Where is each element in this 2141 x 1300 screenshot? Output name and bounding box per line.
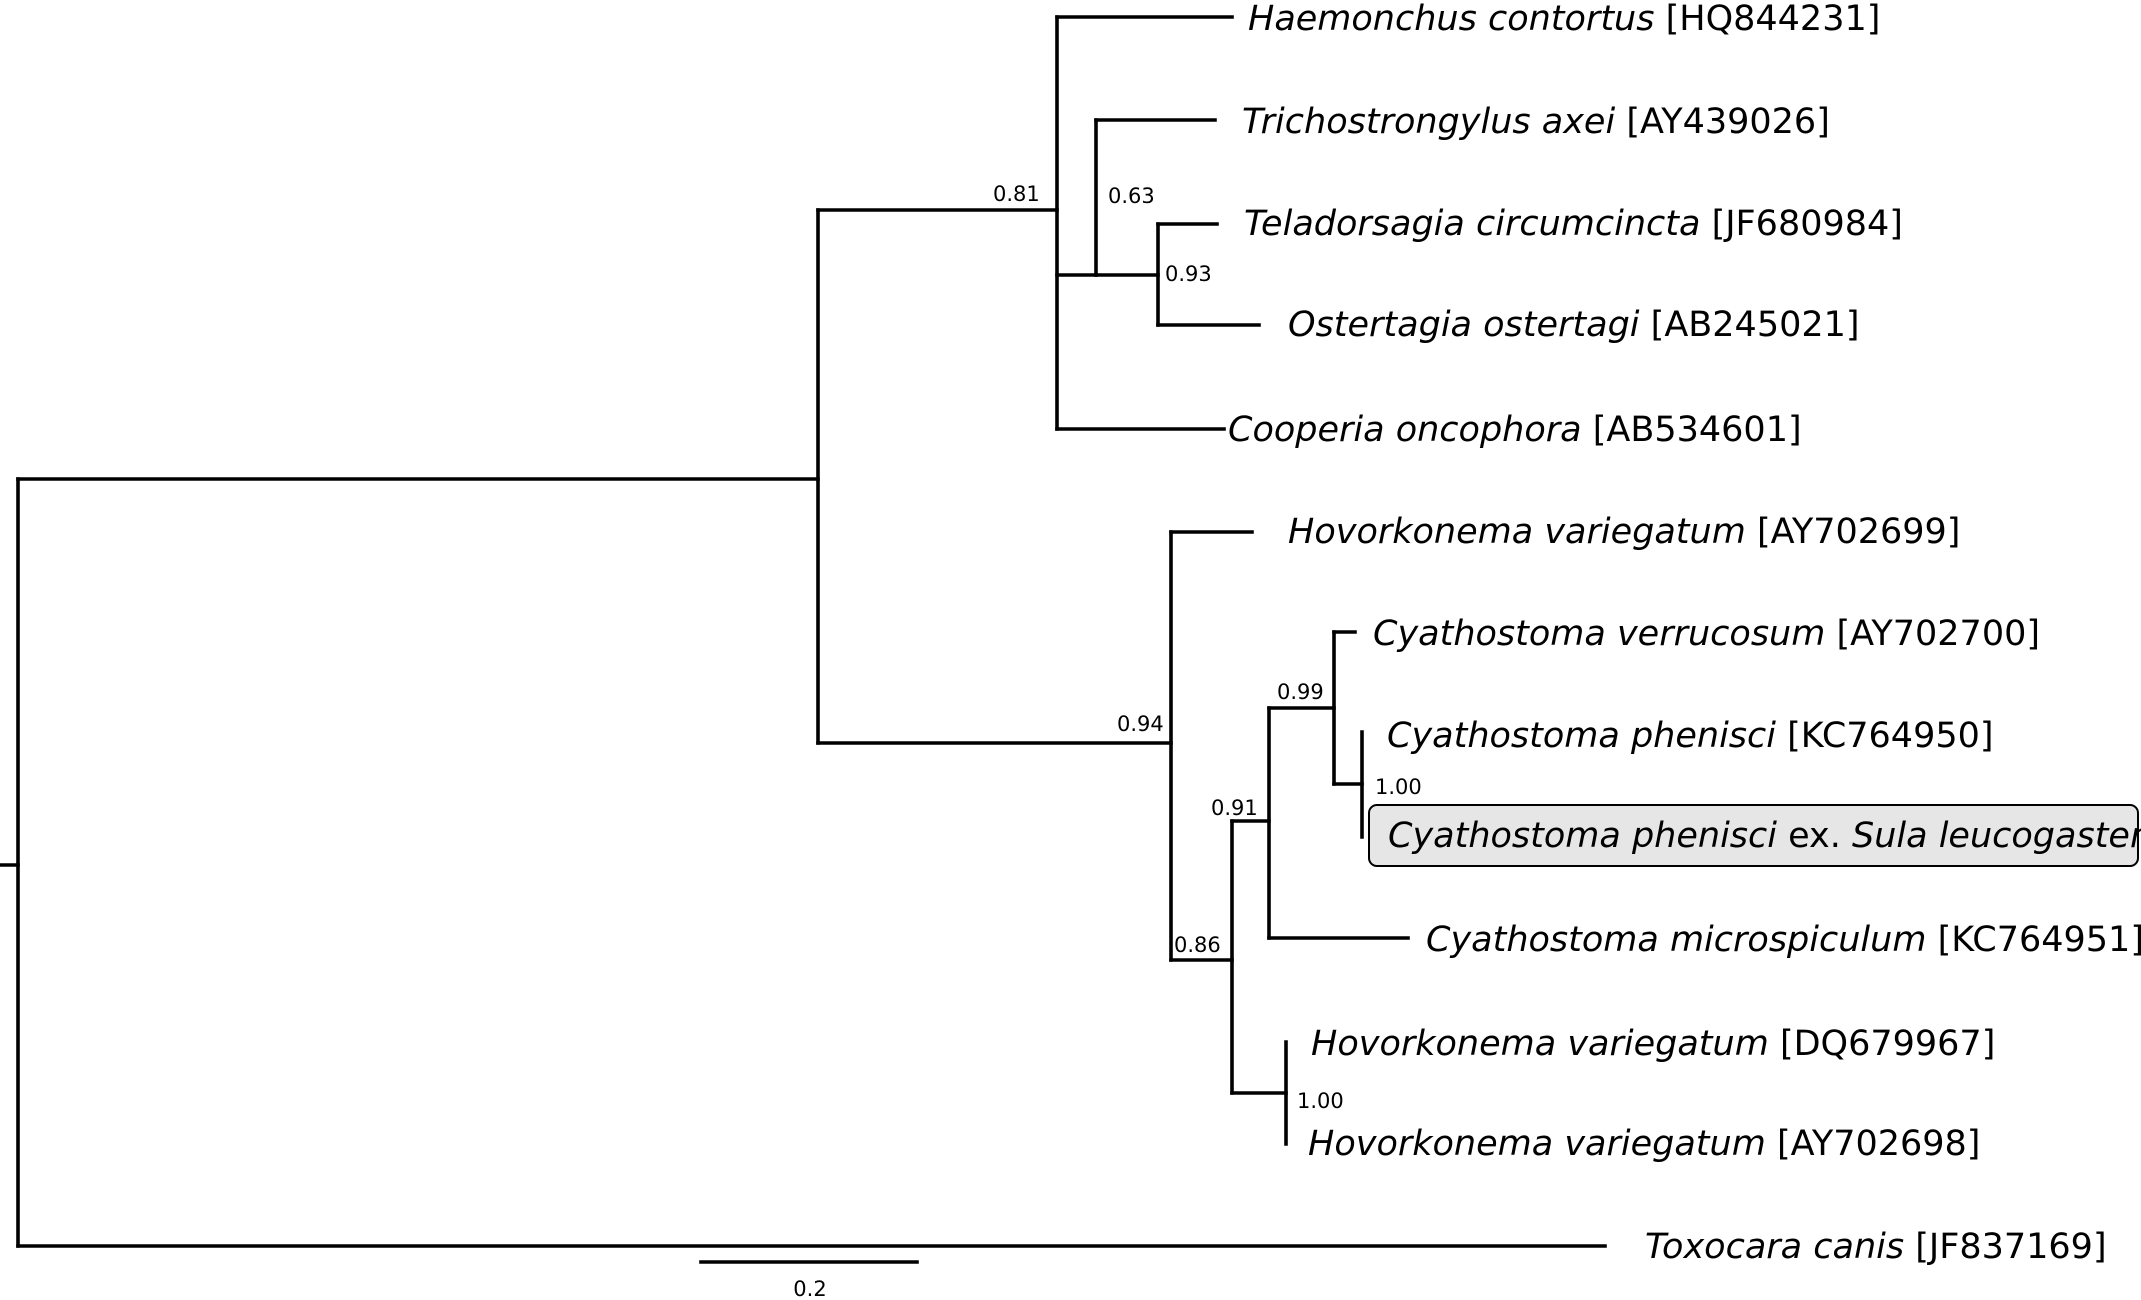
species-name: Ostertagia ostertagi — [1288, 305, 1640, 345]
species-name: Cyathostoma microspiculum — [1426, 920, 1926, 960]
accession-number: [KC764950] — [1787, 716, 1993, 756]
accession-number: [JF680984] — [1712, 204, 1903, 244]
species-name: Hovorkonema variegatum — [1311, 1024, 1769, 1064]
support-value-094: 0.94 — [1117, 712, 1164, 736]
species-name: Haemonchus contortus — [1248, 0, 1654, 39]
taxon-label: Cyathostoma microspiculum [KC764951] — [1426, 920, 2141, 960]
accession-number: [AY702699] — [1757, 512, 1961, 552]
support-value-081: 0.81 — [993, 182, 1040, 206]
taxon-labels: Haemonchus contortus [HQ844231] Trichost… — [1228, 0, 2141, 1267]
scale-bar-label: 0.2 — [793, 1277, 826, 1300]
accession-number: [AB245021] — [1651, 305, 1860, 345]
host-name: Sula leucogaster — [1852, 816, 2141, 856]
support-value-093: 0.93 — [1165, 262, 1212, 286]
species-name: Cooperia oncophora — [1228, 410, 1582, 450]
species-name: Cyathostoma verrucosum — [1373, 614, 1825, 654]
support-value-091: 0.91 — [1211, 796, 1258, 820]
support-value-063: 0.63 — [1108, 184, 1155, 208]
accession-number: [HQ844231] — [1666, 0, 1881, 39]
accession-number: [AY439026] — [1626, 102, 1830, 142]
taxon-label: Teladorsagia circumcincta [JF680984] — [1244, 204, 1903, 244]
label-connector: ex. — [1777, 816, 1852, 856]
taxon-label: Haemonchus contortus [HQ844231] — [1248, 0, 1880, 39]
accession-number: [KC764951] — [1938, 920, 2141, 960]
taxon-label: Hovorkonema variegatum [AY702698] — [1308, 1124, 1980, 1164]
taxon-label-highlighted: Cyathostoma phenisci ex. Sula leucogaste… — [1388, 816, 2141, 856]
highlight-box — [1368, 804, 2139, 867]
taxon-label: Toxocara canis [JF837169] — [1645, 1227, 2107, 1267]
taxon-label: Cyathostoma phenisci [KC764950] — [1387, 716, 1994, 756]
taxon-label: Trichostrongylus axei [AY439026] — [1242, 102, 1830, 142]
accession-number: [AY702700] — [1836, 614, 2040, 654]
support-value-100-hovorkonema: 1.00 — [1297, 1089, 1344, 1113]
taxon-label: Hovorkonema variegatum [AY702699] — [1288, 512, 1960, 552]
accession-number: [DQ679967] — [1780, 1024, 1995, 1064]
scale-bar: 0.2 — [699, 1260, 919, 1300]
support-value-099: 0.99 — [1277, 680, 1324, 704]
species-name: Hovorkonema variegatum — [1308, 1124, 1766, 1164]
taxon-label: Cooperia oncophora [AB534601] — [1228, 410, 1802, 450]
species-name: Hovorkonema variegatum — [1288, 512, 1746, 552]
accession-number: [AY702698] — [1777, 1124, 1981, 1164]
support-value-086: 0.86 — [1174, 933, 1221, 957]
species-name: Cyathostoma phenisci — [1388, 816, 1777, 856]
support-values: 0.81 0.63 0.93 0.94 0.86 0.91 0.99 1.00 … — [993, 182, 1422, 1113]
species-name: Toxocara canis — [1645, 1227, 1904, 1267]
support-value-100-phenisci: 1.00 — [1375, 775, 1422, 799]
species-name: Trichostrongylus axei — [1242, 102, 1615, 142]
taxon-label: Cyathostoma verrucosum [AY702700] — [1373, 614, 2040, 654]
taxon-label: Hovorkonema variegatum [DQ679967] — [1311, 1024, 1995, 1064]
accession-number: [JF837169] — [1915, 1227, 2106, 1267]
taxon-label: Ostertagia ostertagi [AB245021] — [1288, 305, 1860, 345]
accession-number: [AB534601] — [1593, 410, 1802, 450]
species-name: Cyathostoma phenisci — [1387, 716, 1776, 756]
species-name: Teladorsagia circumcincta — [1244, 204, 1700, 244]
tree-branches — [0, 15, 1607, 1248]
